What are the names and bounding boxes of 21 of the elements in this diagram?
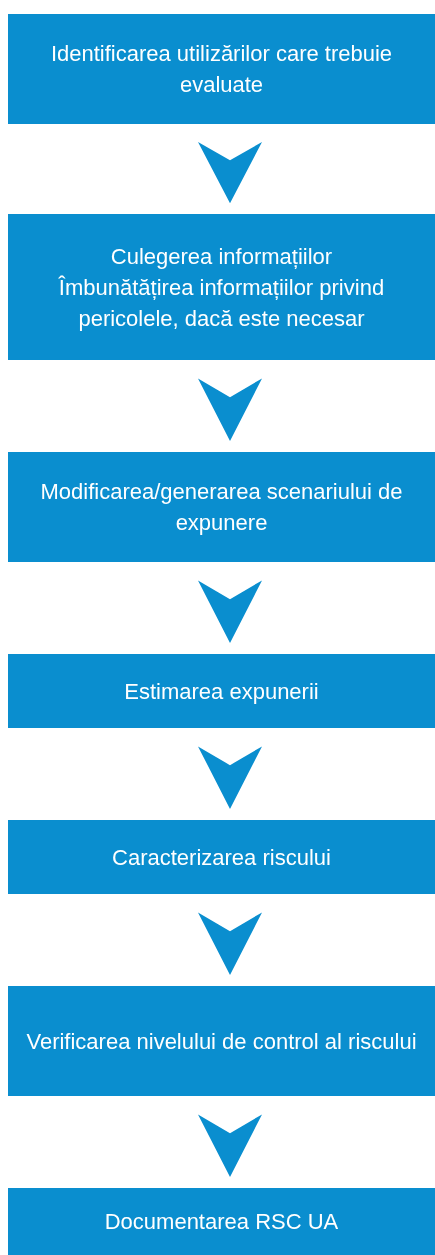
box-text: Modificarea/generarea scenariului de expunere <box>39 478 404 537</box>
process-box <box>8 986 435 1096</box>
box-text: Estimarea expunerii <box>124 677 319 706</box>
process-box <box>8 820 435 894</box>
chevron-arrow <box>198 1114 262 1177</box>
chevron-arrow <box>198 746 262 809</box>
chevron-arrow <box>198 912 262 975</box>
box-text: Caracterizarea riscului <box>112 843 331 872</box>
box-text: Culegerea informațiilor <box>110 242 333 271</box>
process-box <box>8 214 435 360</box>
process-box <box>8 654 435 728</box>
box-text: Verificarea nivelului de control al riscului <box>26 1027 417 1056</box>
box-text: Îmbunătățirea informațiilor privind pericolele, dacă este necesar <box>57 273 386 333</box>
box-text: Documentarea RSC UA <box>104 1208 339 1236</box>
chevron-arrow <box>198 378 262 441</box>
process-box <box>8 452 435 562</box>
process-box <box>8 1188 435 1255</box>
box-text: Identificarea utilizărilor care trebuie evaluate <box>49 40 394 99</box>
process-box <box>8 14 435 124</box>
chevron-arrow <box>198 142 262 204</box>
chevron-arrow <box>198 580 262 643</box>
